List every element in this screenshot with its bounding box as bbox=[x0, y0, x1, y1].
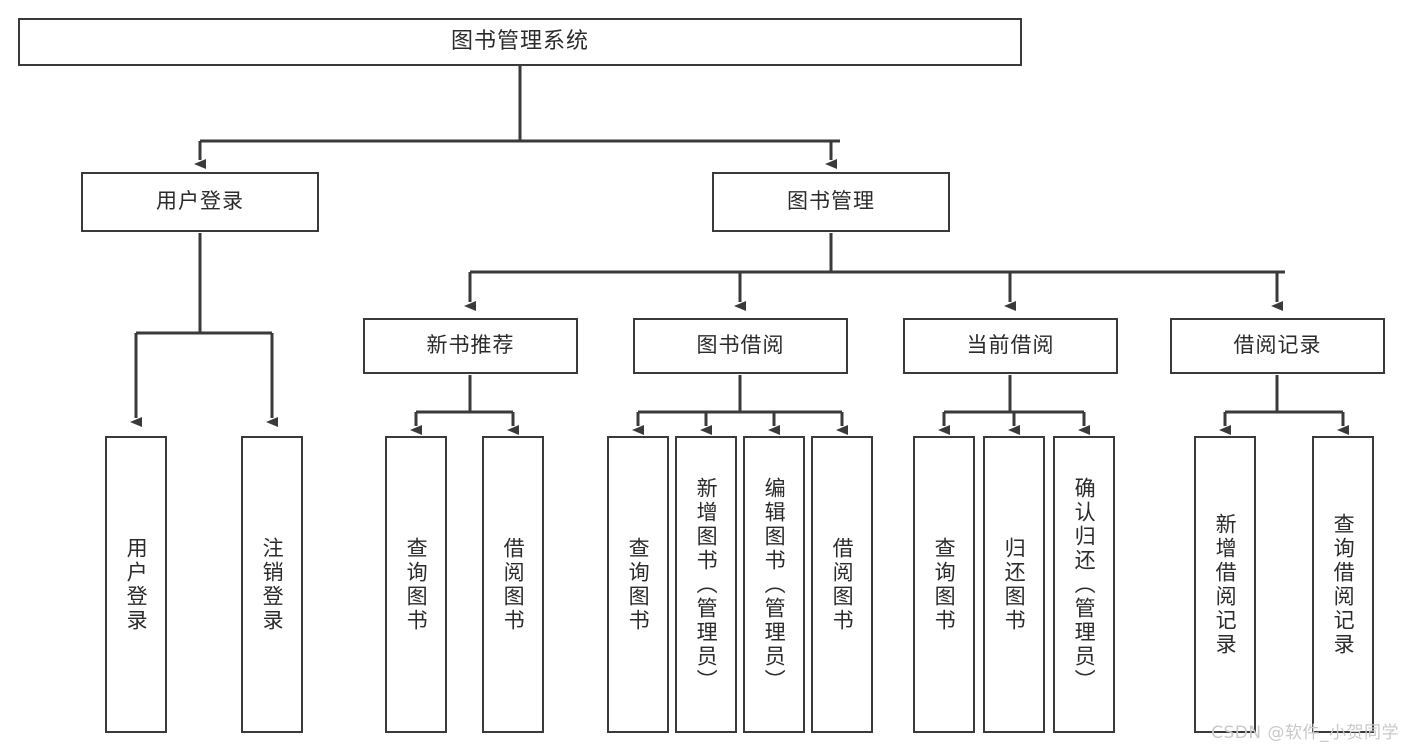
node-book-management[interactable]: 图书管理 bbox=[712, 172, 950, 232]
leaf-user-login-login[interactable]: 用户登录 bbox=[105, 436, 167, 733]
node-user-login[interactable]: 用户登录 bbox=[81, 172, 319, 232]
node-root-system[interactable]: 图书管理系统 bbox=[18, 18, 1022, 66]
node-current-borrow[interactable]: 当前借阅 bbox=[903, 318, 1118, 374]
csdn-watermark: CSDN @软件_小贺同学 bbox=[1211, 723, 1399, 743]
node-book-borrow[interactable]: 图书借阅 bbox=[633, 318, 848, 374]
leaf-borrow-record-add-record[interactable]: 新增借阅记录 bbox=[1194, 436, 1256, 733]
node-new-book-recommend[interactable]: 新书推荐 bbox=[363, 318, 578, 374]
leaf-book-borrow-query-book[interactable]: 查询图书 bbox=[607, 436, 669, 733]
leaf-current-borrow-query-book[interactable]: 查询图书 bbox=[913, 436, 975, 733]
leaf-book-borrow-edit-book-admin[interactable]: 编辑图书（管理员） bbox=[743, 436, 805, 733]
leaf-current-borrow-return-book[interactable]: 归还图书 bbox=[983, 436, 1045, 733]
leaf-user-login-logout[interactable]: 注销登录 bbox=[241, 436, 303, 733]
leaf-borrow-record-query-record[interactable]: 查询借阅记录 bbox=[1312, 436, 1374, 733]
leaf-current-borrow-confirm-return-admin[interactable]: 确认归还（管理员） bbox=[1053, 436, 1115, 733]
leaf-book-borrow-add-book-admin[interactable]: 新增图书（管理员） bbox=[675, 436, 737, 733]
leaf-new-book-query-book[interactable]: 查询图书 bbox=[385, 436, 447, 733]
node-borrow-record[interactable]: 借阅记录 bbox=[1170, 318, 1385, 374]
leaf-new-book-borrow-book[interactable]: 借阅图书 bbox=[482, 436, 544, 733]
leaf-book-borrow-borrow-book[interactable]: 借阅图书 bbox=[811, 436, 873, 733]
